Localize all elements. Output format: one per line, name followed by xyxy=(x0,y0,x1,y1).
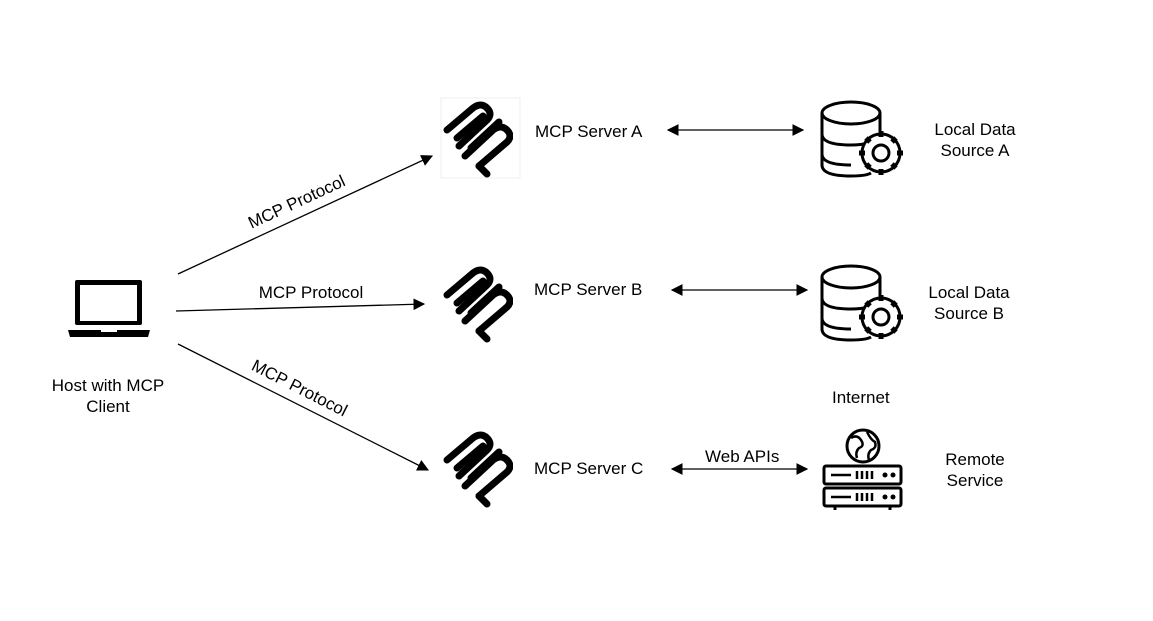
server-a-label: MCP Server A xyxy=(535,122,643,141)
edge-label-protocol-c: MCP Protocol xyxy=(249,356,351,420)
edge-label-protocol-b: MCP Protocol xyxy=(259,283,364,302)
laptop-icon xyxy=(68,280,150,337)
source-a-label-line1: Local Data xyxy=(934,120,1016,139)
edge-host-server-b xyxy=(175,298,426,312)
server-c-label: MCP Server C xyxy=(534,459,644,478)
edge-host-server-a xyxy=(177,155,434,275)
host-label: Host with MCP Client xyxy=(38,375,178,417)
remote-service-label: Remote Service xyxy=(915,449,1035,491)
web-apis-label: Web APIs xyxy=(705,447,780,466)
edge-host-server-c xyxy=(177,343,430,471)
mcp-logo-icon xyxy=(447,105,510,174)
source-b-label: Local Data Source B xyxy=(909,282,1029,324)
remote-service-label-line2: Service xyxy=(946,471,1004,490)
remote-service-label-line1: Remote xyxy=(945,450,1005,469)
source-b-label-line1: Local Data xyxy=(928,283,1010,302)
internet-label: Internet xyxy=(832,388,890,407)
source-a-label: Local Data Source A xyxy=(915,119,1035,161)
host-label-line2: Client xyxy=(86,397,130,416)
source-a-label-line2: Source A xyxy=(940,141,1010,160)
database-gear-icon xyxy=(820,264,903,342)
server-globe-icon xyxy=(822,428,903,510)
mcp-logo-icon xyxy=(447,435,510,504)
host-label-line1: Host with MCP xyxy=(51,376,165,395)
database-gear-icon xyxy=(820,100,903,178)
source-b-label-line2: Source B xyxy=(934,304,1004,323)
server-a-icon-frame xyxy=(440,97,521,179)
mcp-logo-icon xyxy=(447,270,510,339)
server-b-label: MCP Server B xyxy=(534,280,643,299)
